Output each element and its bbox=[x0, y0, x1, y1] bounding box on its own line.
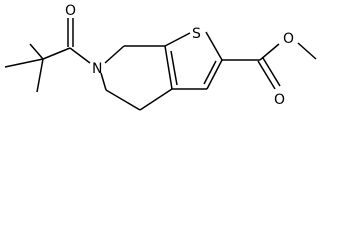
bond-c2-to-c3-inner bbox=[203, 60, 217, 85]
bond-carbonyl-to-nitrogen bbox=[69, 47, 91, 64]
bond-methyl-top bbox=[29, 43, 44, 60]
bond-ether-o-to-methyl bbox=[297, 42, 317, 60]
ring-nitrogen-label: N bbox=[92, 61, 102, 77]
bond-c7a-to-s bbox=[164, 32, 191, 47]
bond-methyl-left bbox=[4, 58, 44, 68]
amide-carbonyl bbox=[67, 18, 91, 64]
ketone-oxygen-label: O bbox=[65, 3, 76, 19]
bond-c7a-to-c3a bbox=[164, 45, 173, 90]
bond-ester-carbonyl-double-2 bbox=[262, 57, 281, 87]
tert-butyl-group bbox=[4, 43, 71, 93]
bond-quaternary-to-carbonyl bbox=[42, 47, 71, 60]
bond-c4-to-c5 bbox=[105, 89, 141, 111]
bond-c3a-to-c4 bbox=[139, 88, 173, 111]
bond-s-to-c2 bbox=[205, 31, 223, 61]
bond-ester-carbon-to-ether-o bbox=[259, 43, 280, 61]
ester-carbonyl-oxygen-label: O bbox=[274, 92, 285, 108]
thiophene-ring bbox=[164, 31, 223, 90]
chemical-structure-diagram: O N S O O bbox=[4, 3, 317, 111]
bond-c5-to-n bbox=[100, 72, 107, 91]
bond-n-to-c7 bbox=[104, 45, 125, 64]
bond-ester-carbonyl-double-1 bbox=[257, 60, 276, 90]
bond-methyl-bottom bbox=[36, 58, 44, 93]
thiophene-sulfur-label: S bbox=[192, 26, 201, 42]
bond-c2-to-c3 bbox=[206, 59, 223, 90]
piperidine-ring bbox=[100, 45, 173, 111]
bond-c3a-to-c7a-inner bbox=[170, 50, 178, 86]
methyl-ester-group bbox=[222, 42, 317, 90]
ester-ether-oxygen-label: O bbox=[283, 31, 294, 47]
